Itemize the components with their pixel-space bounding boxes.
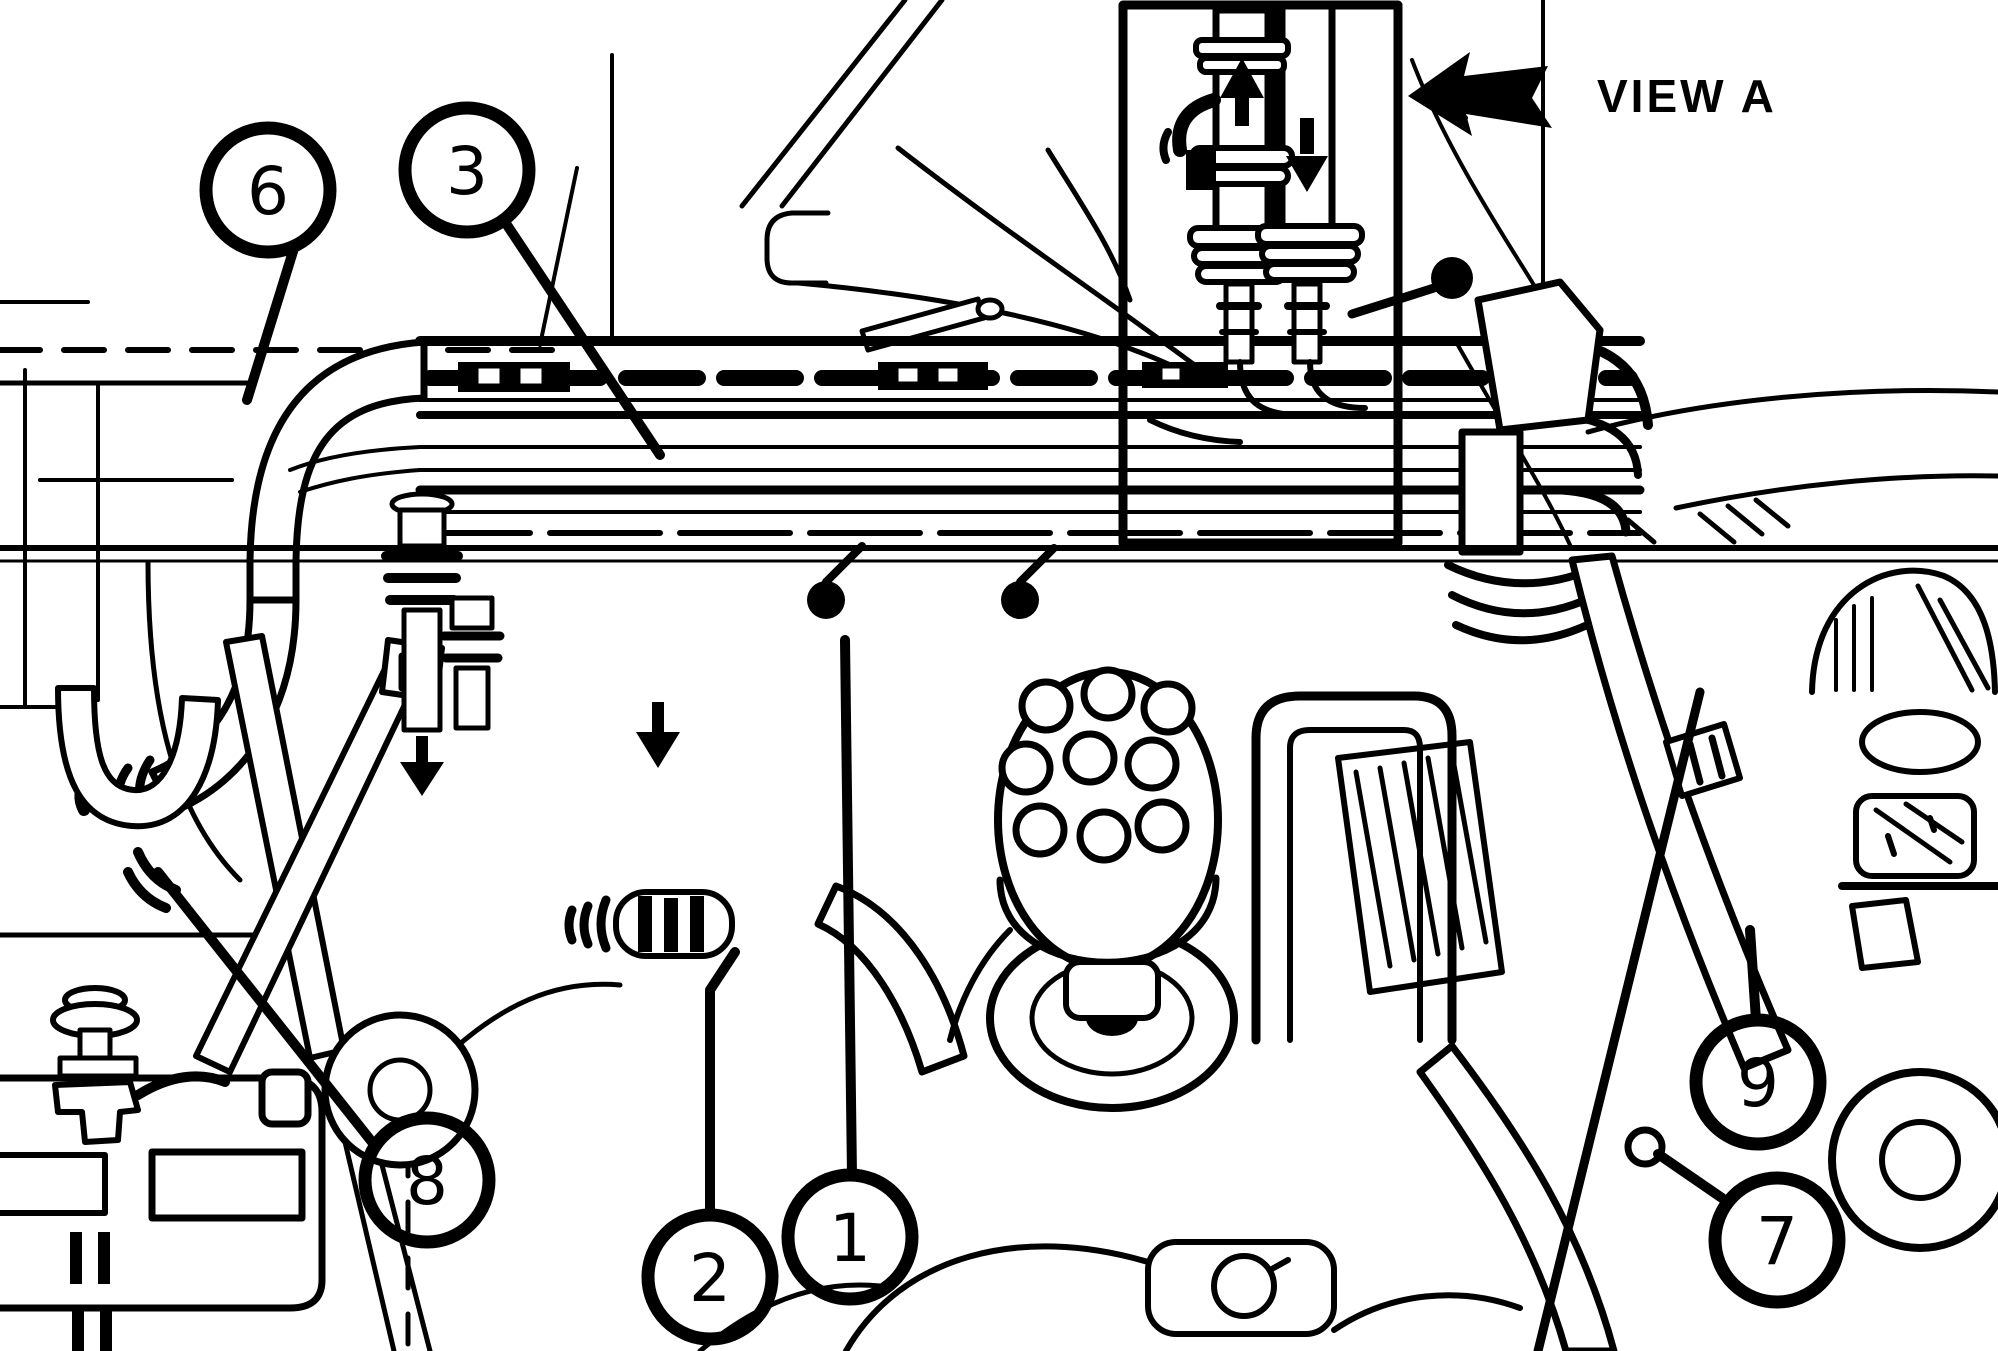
left-hoses-and-valves [0,491,680,1351]
connector-dot [1431,257,1473,299]
callout-leader-6 [242,240,300,405]
callout-balloon-2 [641,1208,779,1346]
callout-leader-1 [840,635,857,1181]
heater-tube-bundle [1251,691,1505,1045]
down-arrow-icon [416,736,428,764]
callout-number-7: 7 [1756,1203,1798,1280]
filter-down-arrow-icon [1300,118,1314,154]
callout-balloon-8 [358,1111,496,1249]
view-a-label: VIEW A [1597,70,1777,122]
right-hoses [1416,552,1792,1351]
callout-number-1: 1 [829,1200,871,1277]
distributor-cap [947,666,1222,1043]
cowl-top-curves [538,0,1572,547]
callout-7-target-ring [1624,1126,1666,1168]
callout-number-3: 3 [446,133,488,210]
frame-left-lines [0,300,565,709]
callout-balloon-3 [398,101,536,239]
callout-number-6: 6 [247,153,289,230]
callout-layer: 1 2 3 6 7 8 9 [153,101,1846,1346]
callout-balloon-6 [199,121,337,259]
callout-number-2: 2 [689,1240,731,1317]
callout-balloon-1 [781,1168,919,1306]
deck-lines [0,545,1998,563]
highlight-box [1118,0,1403,548]
callout-leader-9 [1745,925,1761,1025]
callout-leader-7 [1653,1149,1727,1203]
callout-leader-2 [705,947,740,1220]
connector-dot [1001,581,1039,619]
fuel-filter-assembly [1147,2,1473,445]
callout-number-8: 8 [406,1143,448,1220]
oil-cap [1211,1253,1277,1319]
view-a-arrow-icon [1408,52,1552,136]
battery-area [0,985,479,1351]
callout-number-9: 9 [1737,1045,1779,1122]
view-a-group: VIEW A [1408,52,1777,136]
right-fender-area [1585,388,1998,1252]
callout-balloon-9 [1689,1013,1827,1151]
down-arrow-icon [652,702,664,732]
filter-up-arrow-icon [1235,96,1249,126]
callout-leader-3 [500,217,665,460]
callout-leader-8 [153,867,377,1147]
fuel-rail-dots [807,542,1058,619]
connector-dot [807,581,845,619]
callout-balloon-7 [1708,1171,1846,1309]
